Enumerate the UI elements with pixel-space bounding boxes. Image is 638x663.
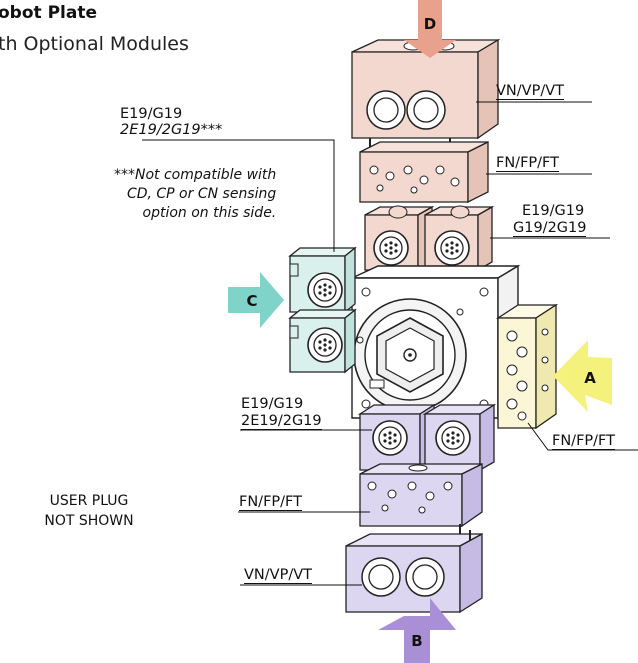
arrow-b-shape	[378, 598, 456, 663]
left-electrical-modules	[288, 246, 357, 374]
arrow-b-label: B	[411, 632, 422, 650]
bottom-valve-module	[345, 524, 483, 614]
upper-electrical-modules	[364, 205, 495, 272]
robot-plate	[351, 264, 521, 420]
arrow-d-label: D	[424, 15, 436, 33]
arrow-c: C	[228, 272, 284, 328]
arrow-c-shape	[228, 272, 284, 328]
top-valve-module	[351, 38, 501, 147]
arrow-d: D	[404, 0, 456, 58]
leader-left-module	[142, 139, 335, 252]
page-title: obot Plate	[0, 3, 97, 23]
arrow-a-shape	[553, 340, 612, 412]
page-subtitle: th Optional Modules	[0, 33, 189, 55]
label-left-module-line1: E19/G19	[120, 106, 183, 122]
arrow-a-label: A	[584, 369, 596, 387]
label-right-upper-line1: E19/G19	[522, 203, 585, 219]
side-a-flow-module	[495, 303, 559, 430]
top-flow-module	[359, 140, 489, 204]
label-right-upper-line2: G19/2G19	[513, 220, 587, 237]
arrow-a: A	[553, 340, 612, 412]
label-lower-module-line1: E19/G19	[241, 396, 304, 412]
lower-electrical-modules	[357, 403, 497, 472]
arrow-d-shape	[404, 0, 456, 58]
arrow-b: B	[378, 598, 456, 663]
label-bottom-flow: FN/FP/FT	[239, 494, 302, 511]
bottom-flow-module	[359, 462, 483, 528]
user-plug-note: USER PLUG NOT SHOWN	[44, 493, 134, 529]
leader-side-a	[527, 422, 638, 451]
label-top-valve: VN/VP/VT	[496, 83, 564, 100]
label-lower-module-line2: 2E19/2G19	[241, 413, 322, 430]
label-top-flow: FN/FP/FT	[496, 155, 559, 172]
compatibility-note: ***Not compatible with CD, CP or CN sens…	[114, 167, 277, 221]
label-side-a-flow: FN/FP/FT	[552, 433, 615, 450]
arrow-c-label: C	[246, 292, 257, 310]
label-left-module-line2: 2E19/2G19***	[120, 122, 223, 138]
label-bottom-valve: VN/VP/VT	[244, 567, 312, 584]
